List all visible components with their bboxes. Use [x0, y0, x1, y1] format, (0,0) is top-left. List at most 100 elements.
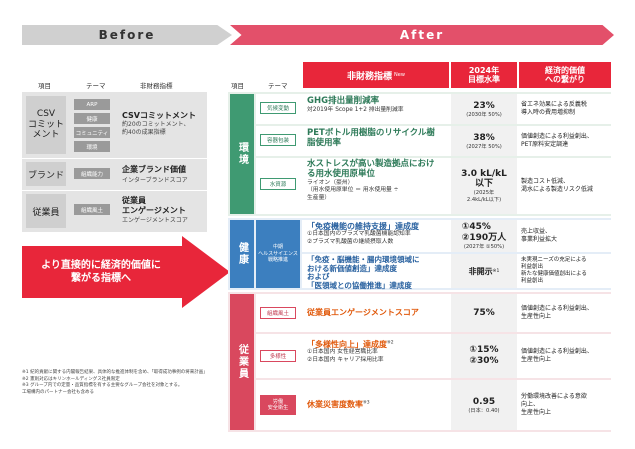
metric-title: 「多様性向上」達成度: [307, 340, 387, 349]
theme-tag: 中期 ヘルスサイエンス 戦略推進: [256, 220, 300, 288]
target-value: 75%: [473, 308, 495, 318]
eco-cell: 価値創造による利益創出、 生産性向上: [521, 305, 593, 320]
eco-cell: 労働環境改善による意欲 向上、 生産性向上: [521, 393, 587, 416]
footnote: ※2 憲則対応はキリンホールディングス社員限定: [22, 376, 120, 382]
target-sub: (2027年 50%): [466, 143, 502, 150]
transition-arrow: [22, 236, 230, 308]
before-item-csv: CSV コミットメント: [26, 96, 66, 154]
theme-tag: 労働 安全衛生: [260, 395, 296, 415]
before-header-item: 項目: [38, 82, 51, 90]
before-metric-brand: 企業ブランド価値 インターブランドスコア: [122, 164, 206, 184]
footnotes: ※1 紀的貢献に関する内閣報告結果、具体的な推進体制を含め、「取得成功事例の将来…: [22, 370, 222, 396]
theme-tag: 気候変動: [260, 102, 296, 114]
table-row: [256, 294, 611, 332]
theme-tag: 環境: [74, 141, 110, 152]
table-row: [256, 334, 611, 378]
theme-tag: 多様性: [260, 350, 296, 362]
metric-sub: ①日本国内のプラズマ乳酸菌機能認知率 ②プラズマ乳酸菌の継続摂取人数: [307, 231, 411, 245]
target-value: ①15% ②30%: [469, 344, 499, 366]
section-label-employee: 従業員: [230, 294, 254, 430]
metric-cell: PETボトル用樹脂のリサイクル樹 脂使用率: [307, 128, 449, 149]
metric-title: 休業災害度数率: [307, 400, 363, 410]
divider: [22, 190, 207, 191]
theme-tag: 容器包装: [260, 134, 296, 146]
target-cell: 23% (2030年 50%): [451, 94, 517, 124]
before-metric-csv: CSVコミットメント 約20のコミットメント、 約40の成果指標: [122, 110, 206, 137]
target-sub: (日本：0.40): [468, 407, 500, 414]
target-sub: (2025年 2.4kL/kL以下): [466, 190, 502, 204]
metric-cell: 「免疫機能の維持支援」達成度 ①日本国内のプラズマ乳酸菌機能認知率 ②プラズマ乳…: [307, 222, 449, 246]
target-sub: (2027年 ①50%): [463, 244, 505, 251]
metric-sub: 約20のコミットメント、 約40の成果指標: [122, 121, 190, 136]
section-label-health: 健康: [230, 220, 254, 288]
metric-title: PETボトル用樹脂のリサイクル樹 脂使用率: [307, 128, 435, 148]
theme-tag: 組織風土: [260, 307, 296, 319]
before-table: CSV コミットメント ARP 健康 コミュニティ 環境 CSVコミットメント …: [22, 92, 207, 232]
theme-tag: 水資源: [260, 178, 296, 190]
target-cell: 3.0 kL/kL 以下 (2025年 2.4kL/kL以下): [451, 158, 517, 214]
target-value: 38%: [473, 132, 495, 143]
target-cell: 75%: [451, 294, 517, 332]
metric-sub: および 「医領域との協働推進」達成度: [307, 272, 412, 290]
metric-sub: インターブランドスコア: [122, 177, 188, 184]
metric-title: 企業ブランド価値: [122, 165, 186, 174]
target-cell: ①15% ②30%: [451, 334, 517, 378]
after-header-eco: 経済的価値 への繋がり: [519, 62, 611, 88]
new-badge: New: [394, 72, 405, 78]
metric-sub: ライオン（豪州） （用水使用原単位 ＝ 用水使用量 ÷ 生産量）: [307, 179, 399, 201]
metric-cell: 従業員エンゲージメントスコア: [307, 294, 449, 332]
target-value: 非開示: [468, 266, 493, 276]
after-header-target: 2024年 目標水準: [451, 62, 517, 88]
eco-cell: 売上収益、 事業利益拡大: [521, 228, 558, 243]
theme-tag: コミュニティ: [74, 127, 110, 138]
before-metric-employee: 従業員 エンゲージメント エンゲージメントスコア: [122, 196, 206, 224]
table-row: [256, 158, 611, 214]
metric-title: 水ストレスが高い製造拠点におけ る用水使用原単位: [307, 159, 435, 179]
footnote: ※1 紀的貢献に関する内閣報告結果、具体的な推進体制を含め、「取得成功事例の将来…: [22, 370, 208, 375]
target-value: 23%: [473, 100, 495, 111]
divider: [22, 158, 207, 159]
before-header-theme: テーマ: [86, 82, 106, 90]
metric-title: 「免疫機能の維持支援」達成度: [307, 222, 419, 231]
metric-note: ※3: [363, 400, 370, 406]
section-label-env: 環境: [230, 94, 254, 214]
arrow-text: より直接的に経済的価値に 繋がる指標へ: [41, 259, 161, 285]
metric-sub: 対2019年 Scope 1+2 排出量削減率: [307, 106, 404, 113]
before-header-metric: 非財務指標: [140, 82, 173, 90]
target-cell: 非開示※1: [451, 254, 517, 288]
theme-tag: 組織風土: [74, 204, 110, 215]
metric-sub: エンゲージメントスコア: [122, 217, 188, 225]
eco-cell: 製造コスト低減、 渇水による製造リスク低減: [521, 178, 593, 193]
table-row: [256, 380, 611, 430]
eco-cell: 未実現ニーズの充足による 利益創出 新たな健康価値創出による 利益創出: [521, 256, 587, 285]
metric-note: ※2: [387, 340, 394, 346]
eco-cell: 価値創造による利益創出、 生産性向上: [521, 348, 593, 363]
metric-title: 「免疫・脳機能・腸内環境領域に おける新価値創造」達成度: [307, 255, 420, 273]
metric-cell: 水ストレスが高い製造拠点におけ る用水使用原単位 ライオン（豪州） （用水使用原…: [307, 159, 449, 202]
target-cell: 38% (2027年 50%): [451, 126, 517, 156]
metric-sub: ①日本国内 女性経営職比率 ②日本国内 キャリア採用比率: [307, 349, 384, 363]
target-value: ①45% ②190万人: [461, 221, 507, 243]
eco-cell: 価値創造による利益創出、 PET原料安定調達: [521, 133, 593, 148]
before-themes-csv: ARP 健康 コミュニティ 環境: [70, 96, 114, 154]
target-cell: ①45% ②190万人 (2027年 ①50%): [451, 220, 517, 252]
theme-tag: ARP: [74, 99, 110, 110]
metric-title: GHG排出量削減率: [307, 96, 380, 106]
target-value: 3.0 kL/kL 以下: [461, 168, 507, 189]
before-banner-label: Before: [98, 28, 156, 42]
metric-title: 従業員 エンゲージメント: [122, 196, 186, 215]
metric-cell: GHG排出量削減率 対2019年 Scope 1+2 排出量削減率: [307, 96, 449, 114]
footnote: 工場構内のパートナー会社も含める: [22, 389, 94, 395]
metric-cell: 「多様性向上」達成度※2 ①日本国内 女性経営職比率 ②日本国内 キャリア採用比…: [307, 340, 449, 364]
footnote: ※3 グループ内での定量・品質指標を有する主要なグループ会社を対象とする。: [22, 383, 183, 389]
target-note: ※1: [492, 268, 500, 274]
metric-title: CSVコミットメント: [122, 111, 196, 120]
table-row: [256, 94, 611, 124]
after-banner: After: [230, 25, 614, 45]
target-value: 0.95: [472, 396, 496, 407]
theme-tag: 健康: [74, 113, 110, 124]
before-item-brand: ブランド: [26, 162, 66, 186]
eco-cell: 省エネ効果による反義税 導入時の費用増抑制: [521, 101, 587, 116]
after-header-theme: テーマ: [268, 82, 288, 90]
metric-cell: 「免疫・脳機能・腸内環境領域に おける新価値創造」達成度 および 「医領域との協…: [307, 255, 449, 291]
